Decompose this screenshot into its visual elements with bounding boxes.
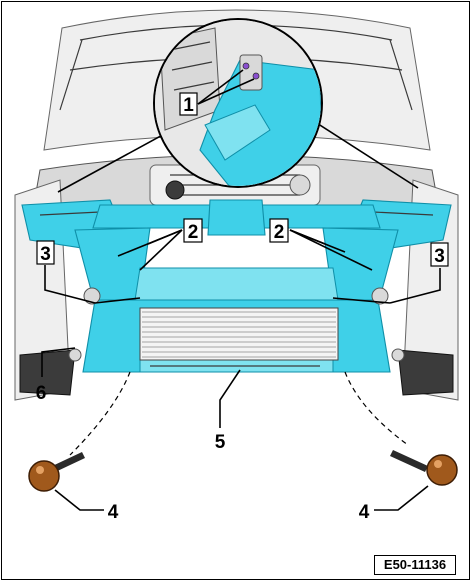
detail-magnifier <box>57 18 419 193</box>
svg-text:3: 3 <box>40 244 51 265</box>
callout-6: 6 <box>36 383 47 404</box>
svg-text:4: 4 <box>108 502 119 523</box>
callout-2-right: 2 <box>269 218 289 243</box>
svg-text:3: 3 <box>434 246 445 267</box>
callout-4-left: 4 <box>108 502 119 523</box>
callout-5: 5 <box>215 432 226 453</box>
svg-text:1: 1 <box>183 95 194 116</box>
bolt-left <box>28 371 131 492</box>
svg-text:2: 2 <box>274 222 285 243</box>
mount-points <box>68 287 405 362</box>
callout-4-right: 4 <box>359 502 370 523</box>
callout-3-left: 3 <box>36 240 55 265</box>
radiator <box>139 307 339 361</box>
figure-id-label: E50-11136 <box>374 555 456 575</box>
callout-1: 1 <box>179 92 198 116</box>
leader-lines <box>41 69 441 511</box>
svg-text:5: 5 <box>215 432 226 453</box>
svg-text:2: 2 <box>188 222 199 243</box>
svg-text:4: 4 <box>359 502 370 523</box>
callout-2-left: 2 <box>183 218 203 243</box>
svg-text:6: 6 <box>36 383 47 404</box>
callout-3-right: 3 <box>430 242 449 267</box>
bolt-right <box>344 371 458 486</box>
